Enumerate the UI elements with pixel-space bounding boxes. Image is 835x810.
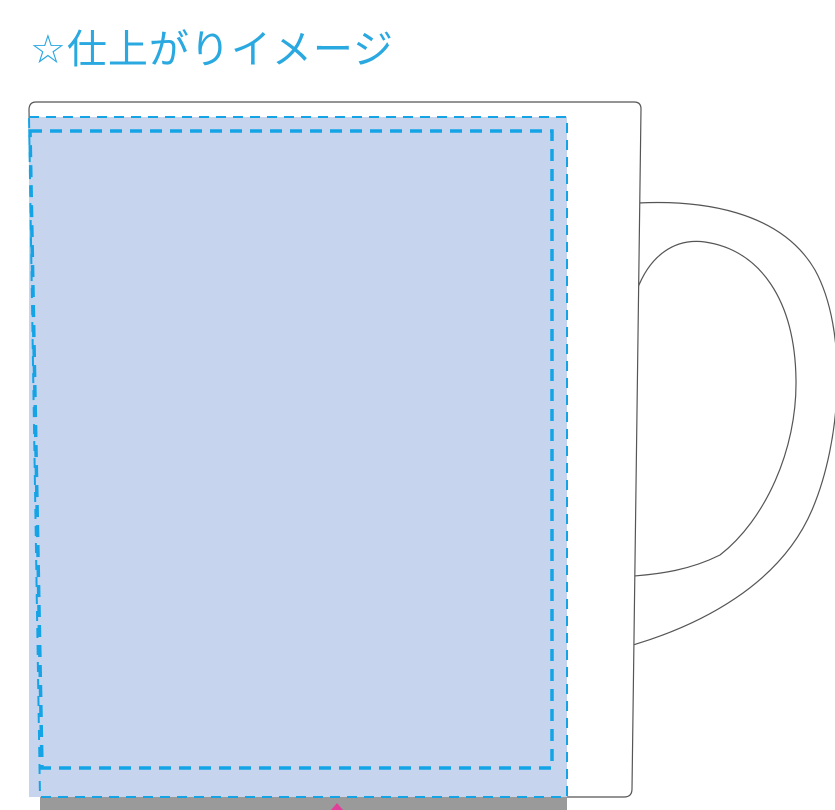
bottom-band <box>40 797 567 810</box>
mug-handle-inner <box>633 240 797 577</box>
print-area-border <box>27 116 568 798</box>
page-title: ☆仕上がりイメージ <box>30 27 395 73</box>
mug-handle-outer <box>632 201 835 646</box>
center-mark <box>331 803 343 810</box>
safe-area-border <box>28 129 554 770</box>
print-area <box>29 117 567 797</box>
